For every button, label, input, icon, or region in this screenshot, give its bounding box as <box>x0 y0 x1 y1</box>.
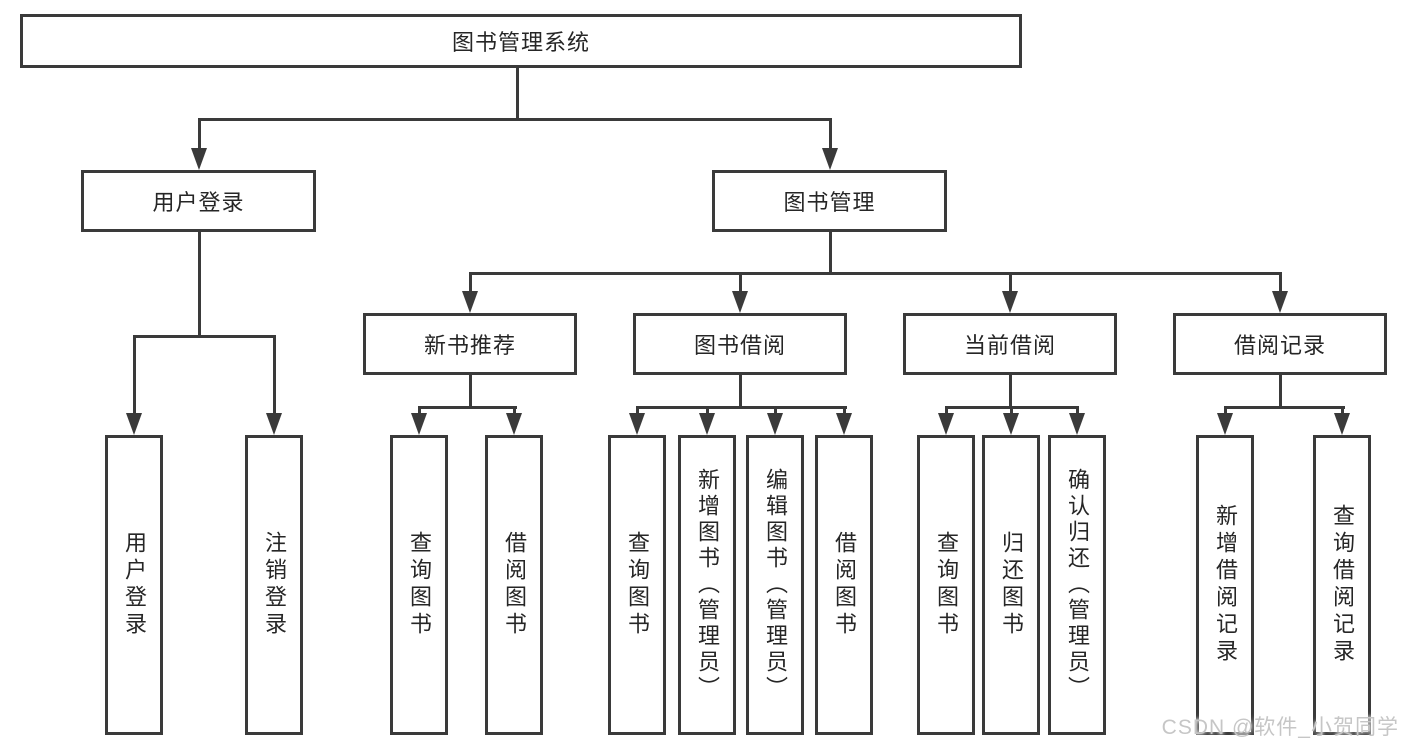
connector-arrow-rec-query-record <box>1334 408 1350 435</box>
leaf-current-confirm-return-admin: 确认归还（管理员） <box>1048 435 1106 735</box>
node-current-borrow: 当前借阅 <box>903 313 1117 375</box>
node-borrow-records: 借阅记录 <box>1173 313 1387 375</box>
leaf-borrow-edit-books-admin: 编辑图书（管理员） <box>746 435 804 735</box>
connector-arrow-book-management <box>822 120 838 170</box>
connector-borrow-rail <box>635 406 847 409</box>
connector-arrow-records <box>1272 274 1288 313</box>
leaf-records-query-record: 查询借阅记录 <box>1313 435 1371 735</box>
connector-arrow-rec-add-record <box>1217 408 1233 435</box>
connector-records-stem <box>1278 375 1282 409</box>
connector-root-stem <box>515 68 519 120</box>
connector-arrow-bor-add <box>699 408 715 435</box>
connector-current-stem <box>1008 375 1012 409</box>
leaf-user-login: 用户登录 <box>105 435 163 735</box>
node-new-book-recommend: 新书推荐 <box>363 313 577 375</box>
node-user-login-label: 用户登录 <box>152 190 245 215</box>
connector-user-stem <box>197 232 201 338</box>
connector-records-rail <box>1223 406 1345 409</box>
node-book-management-label: 图书管理 <box>783 190 876 215</box>
connector-borrow-stem <box>738 375 742 409</box>
node-book-management: 图书管理 <box>712 170 947 232</box>
connector-arrow-rec-borrow <box>506 408 522 435</box>
connector-arrow-user-login <box>191 120 207 170</box>
leaf-records-add-record: 新增借阅记录 <box>1196 435 1254 735</box>
node-book-borrow: 图书借阅 <box>633 313 847 375</box>
node-new-book-recommend-label: 新书推荐 <box>423 333 516 358</box>
node-library-system-label: 图书管理系统 <box>451 30 590 55</box>
connector-arrow-bor-lend <box>836 408 852 435</box>
connector-root-rail <box>197 118 832 121</box>
connector-manage-stem <box>828 232 832 275</box>
connector-arrow-cur-query <box>938 408 954 435</box>
connector-recommend-stem <box>468 375 472 409</box>
leaf-recommend-borrow-books: 借阅图书 <box>485 435 543 735</box>
leaf-records-query-record-label: 查询借阅记录 <box>1330 504 1355 666</box>
node-library-system: 图书管理系统 <box>20 14 1022 68</box>
leaf-current-return-books-label: 归还图书 <box>999 531 1024 639</box>
connector-arrow-cur-return <box>1003 408 1019 435</box>
connector-arrow-borrow <box>732 274 748 313</box>
connector-manage-rail <box>468 272 1282 275</box>
connector-arrow-cur-confirm <box>1069 408 1085 435</box>
leaf-borrow-query-books-label: 查询图书 <box>625 531 650 639</box>
node-current-borrow-label: 当前借阅 <box>963 333 1056 358</box>
leaf-borrow-add-books-admin-label: 新增图书（管理员） <box>695 468 720 702</box>
leaf-current-confirm-return-admin-label: 确认归还（管理员） <box>1065 468 1090 702</box>
leaf-user-login-label: 用户登录 <box>122 531 147 639</box>
csdn-watermark: CSDN @软件_小贺同学 <box>1161 716 1399 739</box>
node-book-borrow-label: 图书借阅 <box>693 333 786 358</box>
connector-current-rail <box>944 406 1079 409</box>
leaf-logout-label: 注销登录 <box>262 531 287 639</box>
connector-arrow-leaf-user-login <box>126 337 142 435</box>
leaf-records-add-record-label: 新增借阅记录 <box>1213 504 1238 666</box>
leaf-borrow-add-books-admin: 新增图书（管理员） <box>678 435 736 735</box>
leaf-borrow-edit-books-admin-label: 编辑图书（管理员） <box>763 468 788 702</box>
leaf-recommend-query-books-label: 查询图书 <box>407 531 432 639</box>
leaf-current-return-books: 归还图书 <box>982 435 1040 735</box>
connector-arrow-current <box>1002 274 1018 313</box>
connector-arrow-rec-query <box>411 408 427 435</box>
connector-arrow-bor-query <box>629 408 645 435</box>
leaf-logout: 注销登录 <box>245 435 303 735</box>
connector-user-rail <box>132 335 276 338</box>
leaf-current-query-books-label: 查询图书 <box>934 531 959 639</box>
leaf-borrow-query-books: 查询图书 <box>608 435 666 735</box>
node-borrow-records-label: 借阅记录 <box>1233 333 1326 358</box>
leaf-current-query-books: 查询图书 <box>917 435 975 735</box>
leaf-borrow-lend-books: 借阅图书 <box>815 435 873 735</box>
connector-arrow-leaf-logout <box>266 337 282 435</box>
connector-arrow-bor-edit <box>767 408 783 435</box>
leaf-borrow-lend-books-label: 借阅图书 <box>832 531 857 639</box>
leaf-recommend-borrow-books-label: 借阅图书 <box>502 531 527 639</box>
node-user-login: 用户登录 <box>81 170 316 232</box>
connector-recommend-rail <box>417 406 517 409</box>
connector-arrow-recommend <box>462 274 478 313</box>
leaf-recommend-query-books: 查询图书 <box>390 435 448 735</box>
